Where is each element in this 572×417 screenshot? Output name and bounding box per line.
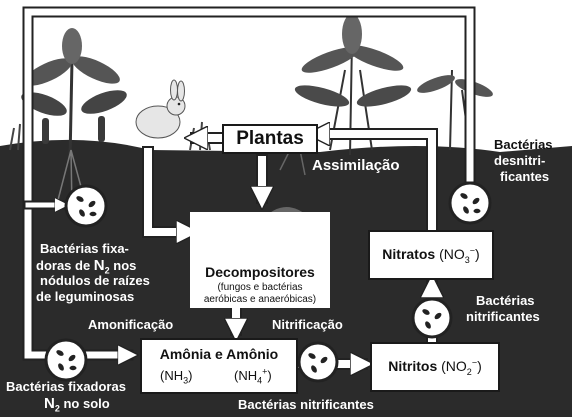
nitrites-superscript: −: [471, 357, 478, 368]
nitrites-formula: (NO2−): [441, 357, 482, 377]
nitrates-box: Nitratos (NO3−): [368, 230, 494, 280]
nitrites-subscript: 2: [466, 366, 472, 377]
ammonia-title: Amônia e Amônio: [159, 346, 279, 362]
ammonia-formula-nh4: (NH4+): [234, 366, 272, 386]
nh3-subscript: 3: [183, 375, 189, 386]
legume-fixers-label-line1: Bactérias fixa-: [40, 241, 129, 256]
decomposers-title: Decompositores: [205, 264, 315, 280]
rabbit-illustration: [135, 79, 186, 139]
soil-fixers-subscript: 2: [54, 403, 60, 414]
denitrifiers-label-line2: desnitri-: [494, 153, 546, 168]
ammonia-box: Amônia e Amônio (NH3) (NH4+): [140, 338, 298, 394]
denitrifiers-label-line3: ficantes: [500, 169, 550, 184]
nitrates-superscript: −: [469, 245, 476, 256]
ammonia-formula-nh3: (NH3): [160, 368, 193, 386]
bacteria-circle-nitrifiers-bottom: [297, 341, 339, 383]
legume-fixers-label-line2: doras de N2 nos: [36, 257, 137, 276]
soil-fixers-n: N: [44, 395, 55, 412]
soil-fixers-label-line1: Bactérias fixadoras: [6, 379, 126, 394]
nitrates-subscript: 3: [464, 254, 470, 265]
nitrates-formula: (NO3−): [439, 245, 480, 265]
legume-fixers-label-line4: de leguminosas: [36, 289, 135, 304]
soil-fixers-line2-post: no solo: [59, 396, 110, 411]
bacteria-circle-denitrifiers: [448, 181, 492, 225]
nitrites-box: Nitritos (NO2−): [370, 342, 500, 392]
ammonification-label: Amonificação: [88, 317, 174, 332]
nh4-subscript: 4: [257, 375, 263, 386]
legume-fixers-subscript: 2: [104, 265, 110, 276]
nitrification-label: Nitrificação: [272, 317, 343, 332]
nitrifiers-bottom-label: Bactérias nitrificantes: [238, 397, 374, 412]
nitrates-label: Nitratos: [382, 246, 436, 262]
plants-box: Plantas: [222, 124, 318, 154]
nitrifiers-right-label-line2: nitrificantes: [466, 309, 540, 324]
legume-fixers-label-line3: nódulos de raízes: [40, 273, 150, 288]
decomposers-note-line1: (fungos e bactérias: [217, 282, 303, 293]
legume-plant-illustration: [21, 28, 127, 211]
bacteria-circle-nitrifiers-right: [411, 297, 453, 339]
legume-fixers-line2-pre: doras de: [36, 258, 94, 273]
legume-fixers-n: N: [93, 257, 105, 274]
nh4-superscript: +: [262, 366, 268, 377]
denitrifiers-label-line1: Bactérias: [494, 137, 553, 152]
soil-fixers-label-line2: N2 no solo: [44, 395, 110, 414]
bacteria-circle-legume-nodules: [64, 184, 108, 228]
plants-label: Plantas: [236, 128, 304, 149]
legume-fixers-line2-post: nos: [109, 258, 137, 273]
nitrites-label: Nitritos: [388, 358, 438, 374]
decomposers-box: Decompositores (fungos e bactérias aerób…: [190, 212, 330, 308]
assimilation-label: Assimilação: [312, 157, 400, 174]
decomposers-note-line2: aeróbicas e anaeróbicas): [203, 294, 317, 305]
bacteria-circle-soil-fixers: [44, 338, 88, 382]
nitrifiers-right-label-line1: Bactérias: [476, 293, 535, 308]
